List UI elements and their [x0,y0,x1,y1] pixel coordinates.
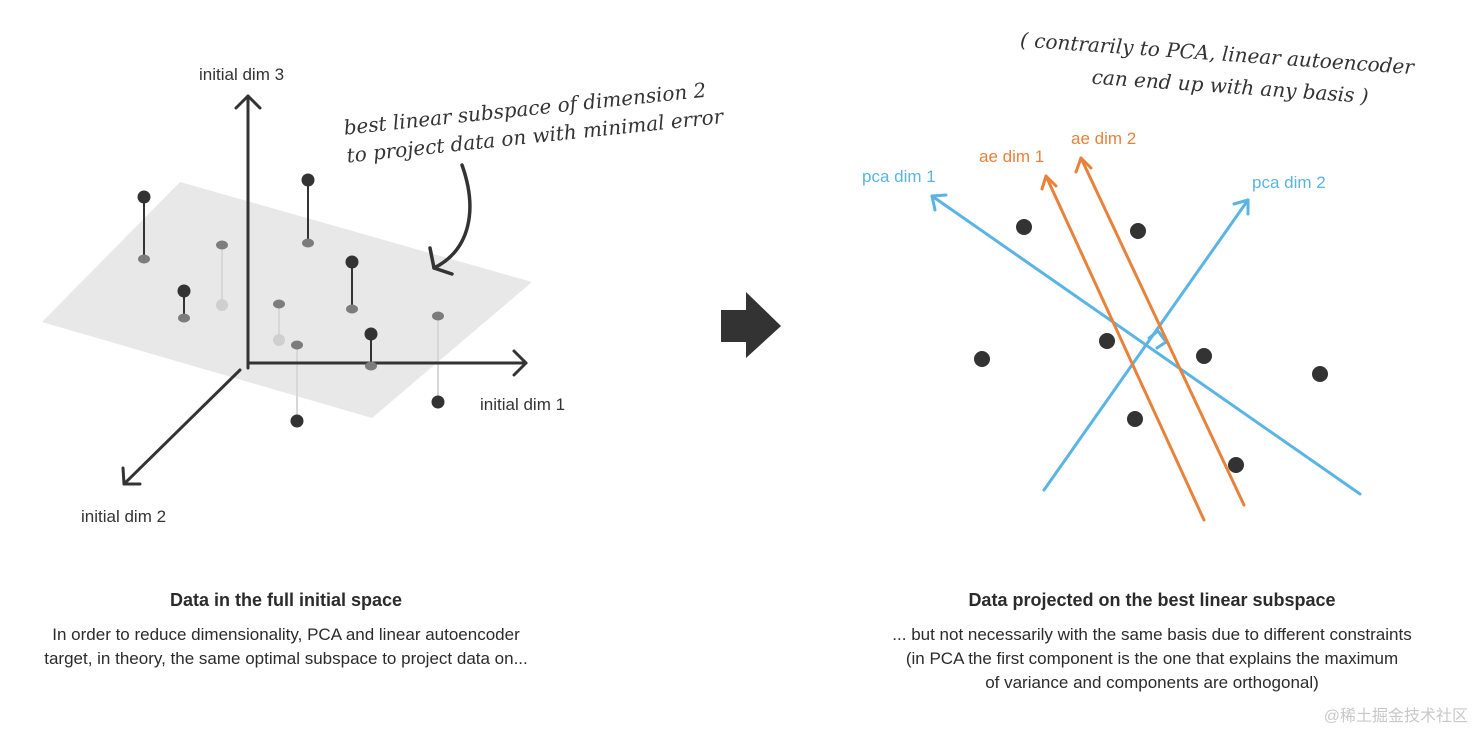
label-initial-dim-2: initial dim 2 [81,507,166,526]
right-2d-diagram: pca dim 1 pca dim 2 ae dim 1 ae dim 2 ( … [862,28,1416,522]
left-annotation: best linear subspace of dimension 2 to p… [342,78,725,168]
right-annotation: ( contrarily to PCA, linear autoencoder … [1019,28,1416,108]
label-pca-dim-2: pca dim 2 [1252,173,1326,192]
right-caption-description: ... but not necessarily with the same ba… [838,623,1466,695]
ae-dim-1-arrowhead [1040,174,1058,191]
right-annotation-line-1: ( contrarily to PCA, linear autoencoder [1019,28,1416,80]
ae-dim-2-arrowhead [1074,156,1093,174]
label-ae-dim-2: ae dim 2 [1071,129,1136,148]
ae-dim-2-line [1079,156,1246,507]
right-caption-title: Data projected on the best linear subspa… [968,590,1336,610]
left-description-line-2: target, in theory, the same optimal subs… [44,649,528,668]
axis-dim2 [122,368,242,486]
pca-dim-2-line [1042,198,1250,492]
axis-dim1-arrowhead [512,349,528,377]
pca-dim-2-arrowhead [1232,198,1250,216]
axis-dim3-arrowhead [234,94,262,110]
right-description-line-3: of variance and components are orthogona… [985,673,1319,692]
projected-points [138,238,444,371]
left-caption-description: In order to reduce dimensionality, PCA a… [0,623,572,671]
hidden-points [216,299,285,346]
right-description-line-2: (in PCA the first component is the one t… [905,649,1399,668]
left-3d-diagram: initial dim 3 initial dim 1 initial dim … [42,65,726,526]
left-caption: Data in the full initial space In order … [0,590,572,671]
hidden-projection-stems [221,245,439,420]
right-angle-marker [1147,329,1168,350]
annotation-arrow [432,163,472,270]
right-caption: Data projected on the best linear subspa… [838,590,1466,695]
label-pca-dim-1: pca dim 1 [862,167,936,186]
right-description-line-1: ... but not necessarily with the same ba… [892,625,1412,644]
ae-dim-1-line [1044,174,1206,522]
left-description-line-1: In order to reduce dimensionality, PCA a… [52,625,520,644]
label-ae-dim-1: ae dim 1 [979,147,1044,166]
axis-dim2-arrowhead [121,466,142,486]
data-points-3d [137,173,445,428]
label-initial-dim-3: initial dim 3 [199,65,284,84]
transition-arrow [721,292,781,358]
watermark: @稀土掘金技术社区 [1323,708,1468,725]
data-points-2d [974,219,1328,473]
left-caption-title: Data in the full initial space [169,590,403,610]
subspace-plane [42,182,532,418]
label-initial-dim-1: initial dim 1 [480,395,565,414]
pca-dim-1-arrowhead [930,193,948,212]
